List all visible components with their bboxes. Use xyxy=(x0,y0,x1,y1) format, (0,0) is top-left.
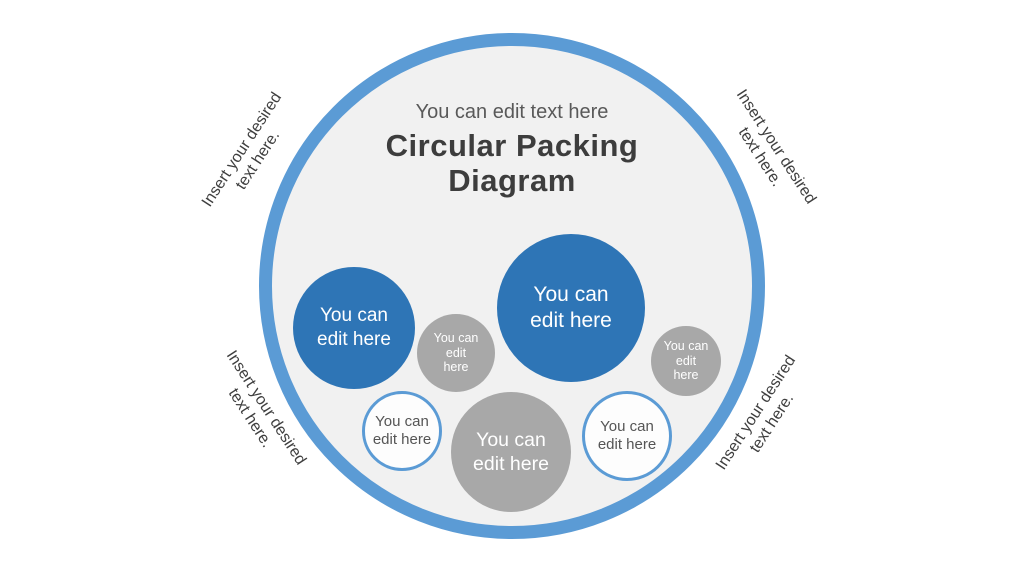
circle-label: You can edit here xyxy=(373,413,431,449)
packed-circle-white-left[interactable]: You can edit here xyxy=(362,391,442,471)
slide-heading-line: Circular Packing xyxy=(385,128,639,163)
title-block: You can edit text here Circular Packing … xyxy=(312,99,712,198)
circle-label: You can edit here xyxy=(530,282,612,334)
packed-circle-gray-small-right[interactable]: You can edit here xyxy=(651,326,721,396)
packed-circle-blue-left[interactable]: You can edit here xyxy=(293,267,415,389)
slide-heading-line: Diagram xyxy=(448,163,576,198)
slide-heading[interactable]: Circular Packing Diagram xyxy=(312,128,712,198)
circle-label-line: edit here xyxy=(317,329,391,350)
circle-label-line: You can xyxy=(533,283,609,306)
packed-circle-blue-center[interactable]: You can edit here xyxy=(497,234,645,382)
circle-label-line: You can xyxy=(320,305,388,326)
circle-label: You can edit here xyxy=(598,418,656,454)
circle-label-line: edit xyxy=(675,353,697,368)
circle-label-line: You can xyxy=(476,429,546,451)
circle-label-line: edit here xyxy=(597,436,657,453)
circle-label: You can edit here xyxy=(473,428,549,476)
circle-label-line: here xyxy=(673,368,699,383)
circle-label: You can edit here xyxy=(317,304,391,352)
circle-label-line: here xyxy=(443,360,469,375)
circle-label-line: edit xyxy=(445,345,467,360)
packed-circle-white-right[interactable]: You can edit here xyxy=(582,391,672,481)
circle-label-line: You can xyxy=(375,413,429,430)
circle-label-line: edit here xyxy=(372,431,432,448)
slide-subtitle[interactable]: You can edit text here xyxy=(415,101,609,123)
circle-label-line: You can xyxy=(663,339,709,354)
circle-label-line: edit here xyxy=(473,453,549,475)
circle-label-line: edit here xyxy=(530,309,612,332)
packed-circle-gray-bottom[interactable]: You can edit here xyxy=(451,392,571,512)
packed-circle-gray-small-left[interactable]: You can edit here xyxy=(417,314,495,392)
circle-label-line: You can xyxy=(600,418,654,435)
circle-label: You can edit here xyxy=(664,339,709,383)
circle-label: You can edit here xyxy=(434,331,479,375)
circle-label-line: You can xyxy=(433,331,479,346)
